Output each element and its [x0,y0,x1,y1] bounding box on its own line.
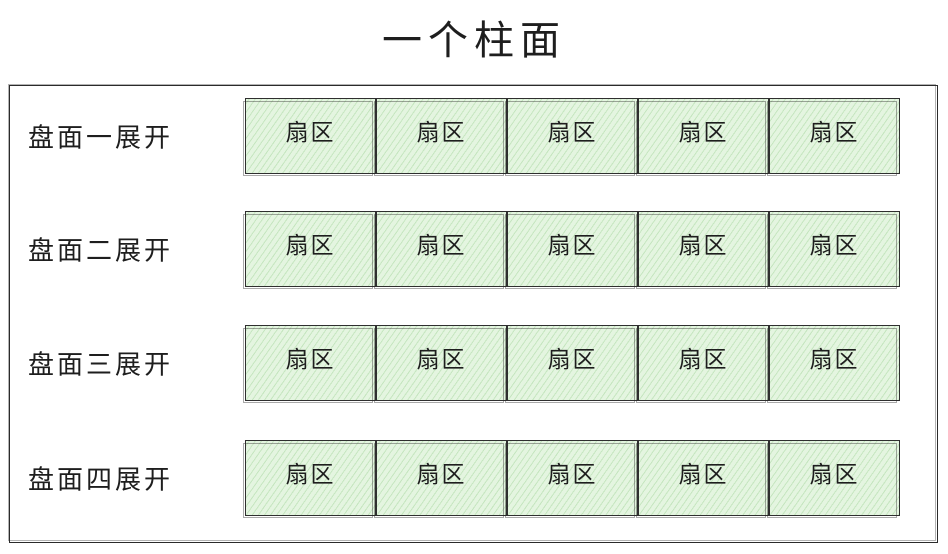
sector-label: 扇区 [285,347,336,373]
sector-label: 扇区 [678,347,729,373]
sector-box: 扇区 [505,211,638,289]
sector-label: 扇区 [809,120,860,146]
sector-box: 扇区 [636,211,769,289]
sector-label: 扇区 [416,120,467,146]
row-label: 盘面二展开 [28,236,174,267]
sector-box: 扇区 [243,440,376,518]
sector-label: 扇区 [416,233,467,259]
sector-box: 扇区 [374,325,507,403]
sector-label: 扇区 [809,462,860,488]
diagram-title: 一个柱面 [382,18,566,64]
sector-label: 扇区 [809,347,860,373]
sector-box: 扇区 [505,98,638,176]
sector-box: 扇区 [374,98,507,176]
sector-label: 扇区 [809,233,860,259]
sector-box: 扇区 [505,440,638,518]
sector-label: 扇区 [678,120,729,146]
sector-box: 扇区 [767,325,900,403]
sector-box: 扇区 [767,98,900,176]
row-label: 盘面一展开 [28,123,174,154]
sector-box: 扇区 [374,211,507,289]
sector-box: 扇区 [243,211,376,289]
sector-label: 扇区 [547,462,598,488]
sector-box: 扇区 [243,98,376,176]
sector-label: 扇区 [285,233,336,259]
cylinder-frame: 盘面一展开 扇区 扇区 扇区 扇区 扇区 盘面二展开 扇区 扇区 扇区 扇区 扇… [8,84,938,543]
sector-label: 扇区 [547,120,598,146]
sector-box: 扇区 [243,325,376,403]
sector-box: 扇区 [636,98,769,176]
sector-box: 扇区 [374,440,507,518]
sector-strip: 扇区 扇区 扇区 扇区 扇区 [243,440,900,518]
sector-strip: 扇区 扇区 扇区 扇区 扇区 [243,325,900,403]
sector-box: 扇区 [767,440,900,518]
sector-box: 扇区 [767,211,900,289]
sector-label: 扇区 [285,462,336,488]
sector-box: 扇区 [505,325,638,403]
sector-label: 扇区 [678,233,729,259]
sector-label: 扇区 [547,347,598,373]
sector-label: 扇区 [416,462,467,488]
row-label: 盘面四展开 [28,465,174,496]
sector-strip: 扇区 扇区 扇区 扇区 扇区 [243,211,900,289]
sector-box: 扇区 [636,440,769,518]
sector-strip: 扇区 扇区 扇区 扇区 扇区 [243,98,900,176]
sector-label: 扇区 [285,120,336,146]
sector-label: 扇区 [678,462,729,488]
sector-box: 扇区 [636,325,769,403]
sector-label: 扇区 [416,347,467,373]
sector-label: 扇区 [547,233,598,259]
row-label: 盘面三展开 [28,350,174,381]
